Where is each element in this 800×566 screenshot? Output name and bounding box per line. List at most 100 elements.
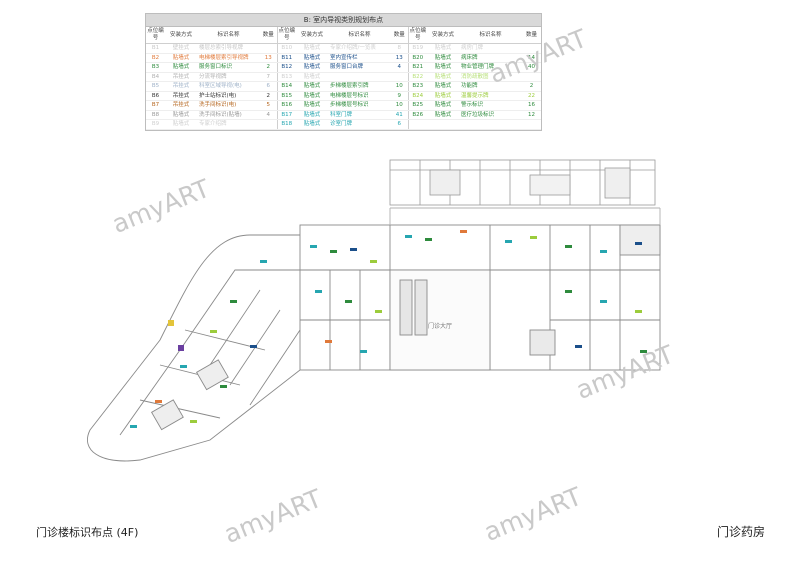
floor-title: 门诊楼标识布点 (4F)	[36, 526, 139, 539]
legend-cell-id: B5	[146, 81, 165, 92]
legend-cell-mount: 吊挂式	[165, 91, 197, 101]
legend-cell-id: B25	[407, 100, 427, 111]
header-name: 标识名称	[197, 27, 260, 44]
central-hall-label: 门诊大厅	[428, 322, 452, 330]
legend-cell-name: 步梯楼层号标识	[328, 100, 391, 111]
legend-cell-id: B17	[276, 110, 296, 120]
legend-cell-mount: 贴墙式	[296, 81, 328, 92]
legend-cell-mount: 贴墙式	[427, 91, 459, 101]
legend-cell-mount: 贴墙式	[296, 53, 328, 63]
legend-cell-name	[328, 72, 391, 82]
header-mount: 安装方式	[427, 27, 459, 44]
department-title: 门诊药房	[716, 525, 765, 539]
header-id: 点位编号	[276, 27, 296, 44]
legend-cell-qty: 13	[260, 53, 277, 63]
legend-cell-name: 科室区域导视(电)	[197, 81, 260, 92]
legend-cell-id: B11	[276, 53, 296, 63]
header-mount: 安装方式	[296, 27, 328, 44]
legend-cell-mount: 贴墙式	[427, 100, 459, 111]
legend-cell-id: B8	[146, 110, 165, 120]
legend-cell-id: B9	[146, 119, 165, 130]
legend-cell-id: B24	[407, 91, 427, 101]
legend-cell-id: B16	[276, 100, 296, 111]
curved-wing	[87, 234, 301, 462]
legend-cell-mount: 贴墙式	[165, 62, 197, 73]
legend-cell-mount: 贴墙式	[296, 110, 328, 120]
legend-cell-name: 专家介绍牌	[197, 119, 260, 130]
legend-cell-qty: 6	[260, 81, 277, 92]
legend-cell-mount	[427, 119, 459, 130]
legend-cell-id: B26	[407, 110, 427, 120]
legend-cell-name: 警示标识	[459, 100, 522, 111]
legend-cell-qty	[522, 43, 541, 54]
legend-cell-qty: 4	[391, 62, 408, 73]
legend-cell-qty	[522, 119, 541, 130]
legend-cell-qty: 5	[260, 100, 277, 111]
legend-cell-name: 步梯楼层索引牌	[328, 81, 391, 92]
legend-cell-id: B1	[146, 43, 165, 54]
legend-cell-qty: 2	[522, 81, 541, 92]
legend-cell-name: 洗手间标识(电)	[197, 100, 260, 111]
legend-cell-id: B14	[276, 81, 296, 92]
legend-cell-id: B22	[407, 72, 427, 82]
legend-cell-name: 电梯楼层索引导视牌	[197, 53, 260, 63]
legend-header-row: 点位编号 安装方式 标识名称 数量 点位编号 安装方式 标识名称 数量 点位编号…	[146, 27, 541, 44]
legend-cell-id: B4	[146, 72, 165, 82]
legend-cell-qty: 10	[391, 100, 408, 111]
legend-cell-mount: 贴墙式	[427, 110, 459, 120]
legend-cell-qty: 22	[522, 91, 541, 101]
legend-cell-qty: 10	[391, 81, 408, 92]
legend-cell-name: 消防疏散图	[459, 72, 522, 82]
legend-cell-qty: 13	[391, 53, 408, 63]
legend-cell-mount: 贴墙式	[165, 110, 197, 120]
legend-cell-mount: 贴墙式	[165, 53, 197, 63]
legend-cell-name: 医疗垃圾标识	[459, 110, 522, 120]
legend-cell-mount: 吊挂式	[165, 100, 197, 111]
legend-cell-mount: 贴墙式	[296, 72, 328, 82]
main-block	[299, 207, 661, 371]
legend-cell-mount: 贴墙式	[427, 43, 459, 54]
legend-cell-mount: 贴墙式	[165, 119, 197, 130]
legend-cell-qty: 8	[391, 43, 408, 54]
header-qty: 数量	[391, 27, 408, 44]
legend-cell-qty: 16	[522, 100, 541, 111]
header-name: 标识名称	[328, 27, 391, 44]
legend-cell-name: 功能牌	[459, 81, 522, 92]
legend-cell-id: B12	[276, 62, 296, 73]
header-qty: 数量	[260, 27, 277, 44]
legend-cell-name: 病房门牌	[459, 43, 522, 54]
annex-block	[389, 159, 656, 206]
floor-plan: 门诊大厅	[87, 159, 661, 462]
legend-cell-id: B2	[146, 53, 165, 63]
legend-cell-name: 病床牌	[459, 53, 522, 63]
legend-cell-mount: 吊挂式	[165, 81, 197, 92]
legend-cell-name: 电梯楼层号标识	[328, 91, 391, 101]
legend-cell-name: 分流导视牌	[197, 72, 260, 82]
legend-cell-qty	[260, 119, 277, 130]
legend-title: B: 室内导视类别规划布点	[146, 14, 541, 27]
legend-cell-qty: 6	[391, 119, 408, 130]
legend-cell-mount: 贴墙式	[427, 72, 459, 82]
legend-cell-name: 室内宣传栏	[328, 53, 391, 63]
legend-cell-qty: 41	[391, 110, 408, 120]
header-id: 点位编号	[146, 27, 165, 44]
legend-cell-mount: 贴墙式	[296, 91, 328, 101]
legend-table: 点位编号 安装方式 标识名称 数量 点位编号 安装方式 标识名称 数量 点位编号…	[146, 27, 541, 130]
legend-cell-id: B20	[407, 53, 427, 63]
legend-cell-qty: 40	[522, 62, 541, 73]
legend-cell-qty: 2	[260, 62, 277, 73]
header-id: 点位编号	[407, 27, 427, 44]
legend-cell-qty: 7	[260, 72, 277, 82]
header-name: 标识名称	[459, 27, 522, 44]
legend-cell-name	[459, 119, 522, 130]
legend-cell-mount: 壁挂式	[165, 43, 197, 54]
